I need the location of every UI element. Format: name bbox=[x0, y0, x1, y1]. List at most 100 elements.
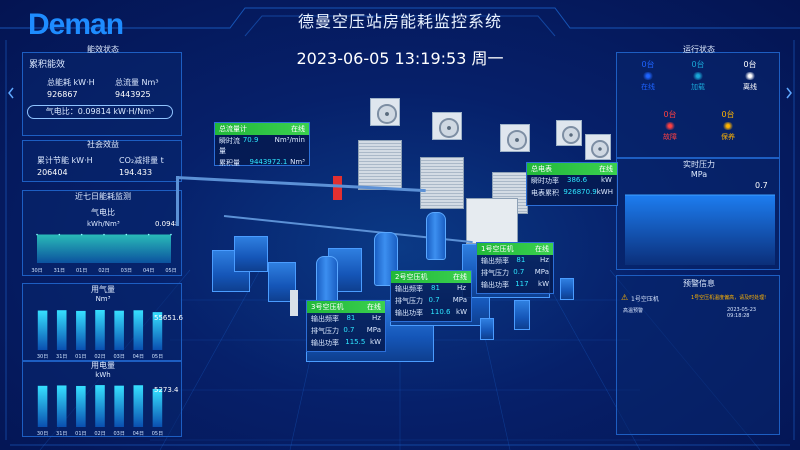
sensor-box-3 bbox=[480, 318, 494, 340]
brand-logo: Deman bbox=[28, 8, 124, 41]
flow-meter-name: 总流量计 bbox=[219, 125, 247, 133]
status-item-0[interactable]: 0台在线 bbox=[633, 59, 663, 92]
ratio-chart-current: 0.0948 bbox=[155, 220, 180, 228]
sensor-box-1 bbox=[514, 300, 530, 330]
compressor-1-state: 在线 bbox=[535, 245, 549, 253]
gas-power-ratio-pill: 气电比：0.09814 kW·H/Nm³ bbox=[27, 105, 173, 119]
compressor-3-state: 在线 bbox=[367, 303, 381, 311]
power-tick-label: 02日 bbox=[94, 431, 105, 437]
row-unit: Nm³/min bbox=[274, 136, 305, 144]
exhaust-fan-3 bbox=[500, 124, 530, 152]
power-chart-title: 用电量 bbox=[91, 361, 115, 370]
row-key: 排气压力 bbox=[311, 327, 339, 335]
ratio-tick-label: 05日 bbox=[165, 268, 176, 274]
gas-bar bbox=[133, 310, 144, 350]
ratio-chart-unit: kWh/Nm³ bbox=[87, 220, 120, 228]
compressor-3-card-header: 3号空压机 在线 bbox=[307, 301, 385, 313]
warning-icon: ⚠ bbox=[621, 293, 629, 302]
gas-bar bbox=[76, 310, 86, 350]
louver-1 bbox=[358, 140, 402, 190]
row-unit: kW bbox=[601, 176, 612, 184]
exhaust-fan-1 bbox=[370, 98, 400, 126]
status-item-4[interactable]: 0台保养 bbox=[713, 109, 743, 142]
ratio-point bbox=[147, 233, 150, 236]
exhaust-fan-4 bbox=[556, 120, 582, 146]
sensor-box-2 bbox=[560, 278, 574, 300]
power-bar bbox=[152, 388, 163, 427]
louver-2 bbox=[420, 157, 464, 209]
exhaust-fan-2 bbox=[432, 112, 462, 140]
flow-meter-card-header: 总流量计 在线 bbox=[215, 123, 309, 135]
social-benefit-panel: 社会效益 累计节能 kW·H 206404 CO₂减排量 t 194.433 bbox=[22, 140, 182, 182]
row-value: 81 bbox=[431, 284, 440, 292]
row-unit: kW bbox=[456, 308, 467, 316]
status-item-1[interactable]: 0台加载 bbox=[683, 59, 713, 92]
row-key: 输出功率 bbox=[395, 309, 423, 317]
compressor-1-name: 1号空压机 bbox=[481, 245, 514, 253]
energy-status-panel: 能效状态 累积能效 总能耗 kW·H 926867 总流量 Nm³ 944392… bbox=[22, 45, 182, 136]
ratio-point bbox=[80, 233, 83, 236]
row-value: 117 bbox=[515, 280, 529, 288]
row-value: 81 bbox=[346, 314, 356, 322]
row-unit: Hz bbox=[540, 256, 549, 264]
alarm-item[interactable]: ⚠ 1号空压机 1号空压机温度偏高，请及时处理! 高温预警 2023-05-23… bbox=[621, 293, 777, 319]
filter-unit-1 bbox=[234, 236, 268, 272]
pressure-unit: MPa bbox=[690, 170, 708, 179]
status-item-3[interactable]: 0台故障 bbox=[655, 109, 685, 142]
alarm-title: 预警信息 bbox=[683, 279, 715, 288]
power-tick-label: 31日 bbox=[56, 431, 67, 437]
gas-tick-label: 01日 bbox=[75, 354, 86, 360]
row-value: 115.5 bbox=[345, 338, 366, 346]
status-label: 保养 bbox=[721, 133, 735, 141]
status-item-2[interactable]: 0台离线 bbox=[735, 59, 765, 92]
exhaust-fan-5 bbox=[585, 134, 611, 160]
pressure-area-chart bbox=[625, 194, 775, 265]
riser-pipe bbox=[176, 176, 179, 226]
saving-value: 206404 bbox=[37, 168, 68, 177]
row-unit: MPa bbox=[452, 296, 467, 304]
compressor-2-state: 在线 bbox=[453, 273, 467, 281]
row-key: 瞬时功率 bbox=[531, 177, 559, 185]
current-datetime: 2023-06-05 13:19:53 周一 bbox=[296, 49, 504, 68]
row-key: 输出频率 bbox=[311, 315, 339, 323]
gas-tick-label: 30日 bbox=[37, 354, 48, 360]
air-tank-3 bbox=[426, 212, 446, 260]
gas-bar bbox=[152, 312, 163, 350]
row-value: 0.7 bbox=[428, 296, 440, 304]
ratio-tick-label: 31日 bbox=[54, 268, 65, 274]
fire-extinguisher-rack bbox=[333, 176, 342, 200]
gas-chart-current: 55651.6 bbox=[154, 314, 183, 322]
page-title: 德曼空压站房能耗监控系统 bbox=[297, 12, 502, 31]
power-bar bbox=[114, 385, 124, 427]
flow-meter-state: 在线 bbox=[291, 125, 305, 133]
power-bar bbox=[56, 385, 67, 427]
gas-bar bbox=[56, 310, 67, 350]
status-count: 0台 bbox=[721, 110, 735, 119]
pressure-panel: 实时压力 MPa 0.7 bbox=[616, 158, 780, 270]
total-flow-label: 总流量 Nm³ bbox=[115, 78, 159, 87]
ratio-chart-title: 气电比 bbox=[91, 208, 115, 217]
run-status-title: 运行状态 bbox=[683, 45, 715, 54]
ratio-area bbox=[37, 234, 171, 263]
energy-subtitle: 累积能效 bbox=[29, 60, 66, 70]
gas-tick-label: 31日 bbox=[56, 354, 67, 360]
compressor-2-name: 2号空压机 bbox=[395, 273, 428, 281]
ratio-tick-label: 01日 bbox=[76, 268, 87, 274]
gas-tick-label: 05日 bbox=[152, 354, 163, 360]
power-chart-current: 5273.4 bbox=[154, 386, 179, 394]
